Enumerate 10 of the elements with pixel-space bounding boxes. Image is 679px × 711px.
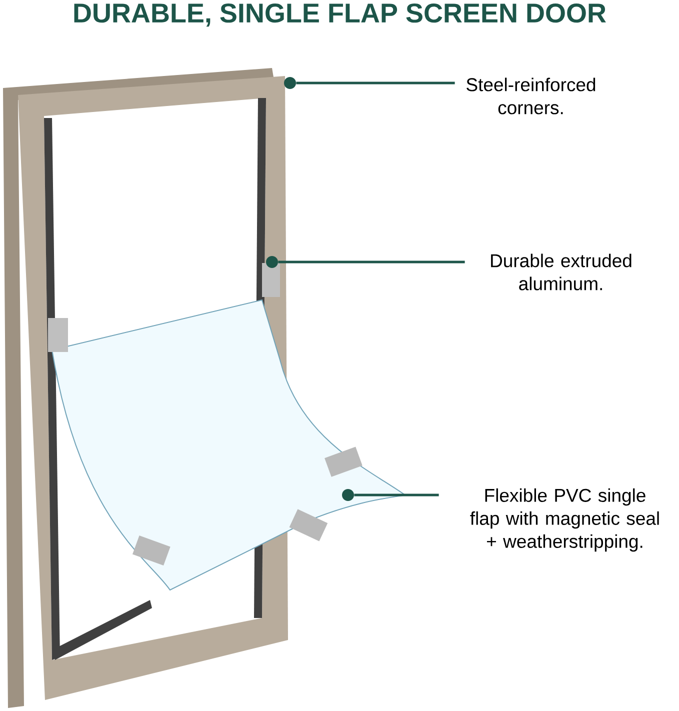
leader-line: [354, 494, 439, 496]
callout-dot: [284, 77, 296, 89]
title: DURABLE, SINGLE FLAP SCREEN DOOR: [74, 4, 606, 27]
leader-line: [278, 260, 465, 264]
callout-text: Flexible PVC single flap with magnetic seal + weatherstripping.: [470, 488, 659, 552]
leader-line: [296, 82, 455, 84]
callout-dot: [266, 256, 278, 268]
callout-text: Steel-reinforced corners.: [466, 78, 596, 114]
callout-dot: [342, 489, 354, 501]
callout-text: Durable extruded aluminum.: [491, 254, 632, 290]
